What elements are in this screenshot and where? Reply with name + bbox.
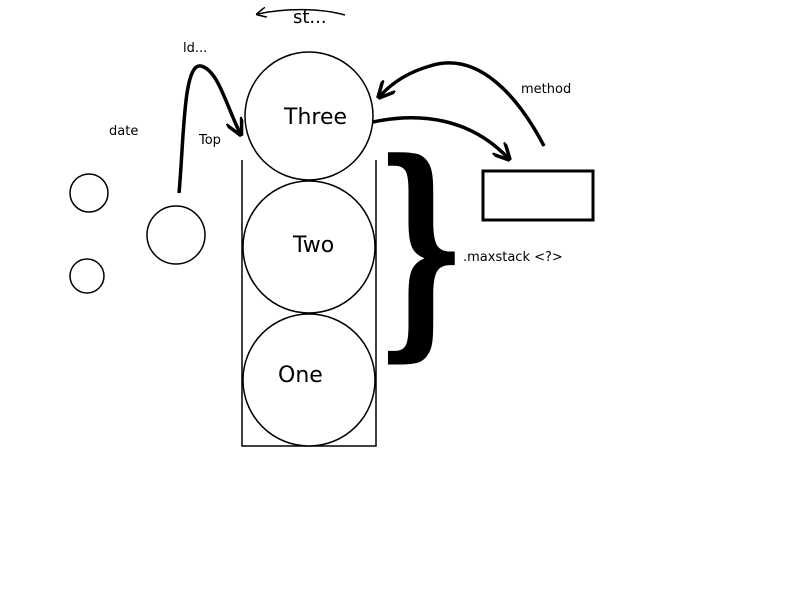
maxstack-label: .maxstack <?> <box>463 250 563 265</box>
stack-item-three: Three <box>284 105 348 130</box>
load-arrow <box>177 64 240 194</box>
value-circle-top <box>69 173 109 213</box>
date-label: date <box>109 124 139 139</box>
stack-item-three-circle <box>244 51 374 181</box>
stack-item-one: One <box>278 363 323 388</box>
maxstack-brace: } <box>375 112 467 382</box>
load-label: ld... <box>183 41 208 56</box>
value-circle-bottom <box>69 258 105 294</box>
store-label: st... <box>293 7 327 28</box>
method-return-arrow <box>380 61 546 147</box>
stack-item-two: Two <box>293 233 335 258</box>
stack-item-one-circle <box>242 313 376 447</box>
method-box <box>481 169 595 222</box>
load-source-circle <box>146 205 206 265</box>
store-arrow <box>258 10 346 15</box>
top-label: Top <box>199 133 221 148</box>
method-label: method <box>521 82 572 97</box>
call-method-arrow <box>372 116 508 158</box>
stack-item-two-circle <box>242 180 376 314</box>
